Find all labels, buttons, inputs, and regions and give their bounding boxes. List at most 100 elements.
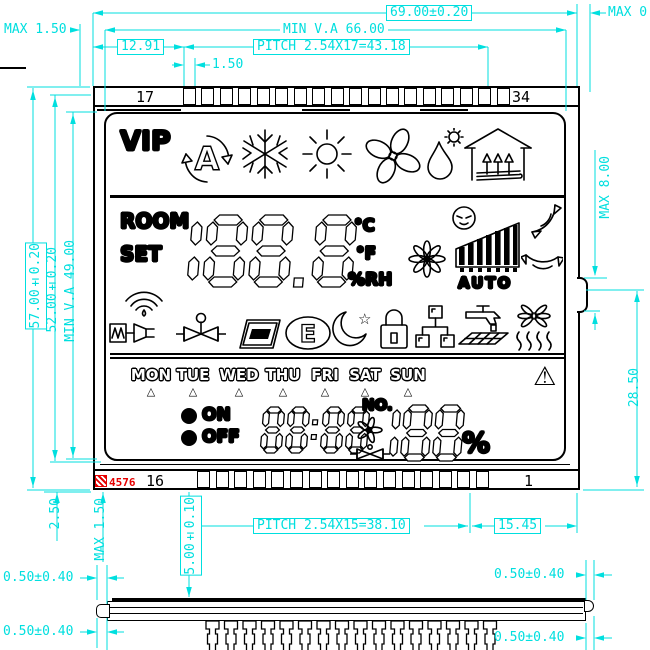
- day-label: MON: [130, 366, 172, 384]
- side-pin: [242, 620, 257, 650]
- right-mount-tab: [577, 277, 588, 313]
- sideview-pins: [205, 620, 498, 650]
- glass-edge-dash: [97, 109, 181, 111]
- side-pin: [445, 620, 461, 650]
- dim-pin-length: 5.00±0.10: [180, 496, 202, 576]
- pin: [312, 88, 326, 105]
- dim-height-va: MIN V.A 49.00: [63, 240, 78, 342]
- pin: [349, 88, 363, 105]
- side-pin: [371, 620, 387, 650]
- day-label: FRI: [311, 366, 339, 384]
- side-pin: [279, 620, 294, 650]
- pin: [459, 88, 473, 105]
- celsius-unit: °C: [354, 216, 375, 236]
- pin-label-34: 34: [512, 88, 531, 106]
- maker-logo-number: 4576: [109, 476, 136, 489]
- pin: [197, 471, 210, 488]
- wifi-icon: [125, 291, 163, 317]
- pin: [496, 88, 510, 105]
- dim-side-offset-tl: 0.50±0.40: [3, 570, 74, 585]
- main-temperature-digits: [187, 214, 358, 288]
- day-marker-triangle-icon: △: [403, 385, 413, 398]
- glass-edge-line: [100, 464, 570, 465]
- pin: [219, 88, 233, 105]
- dim-tab-offset: 28.50: [627, 368, 642, 408]
- day-marker-triangle-icon: △: [320, 385, 330, 398]
- humidity-drop-icon: [427, 128, 464, 180]
- side-pin: [316, 620, 331, 650]
- pin: [476, 471, 489, 488]
- dim-offset-left: 12.91: [117, 39, 165, 55]
- fan-icon: [365, 128, 421, 184]
- pin: [327, 471, 341, 488]
- pin: [238, 88, 252, 105]
- dim-pitch-top: PITCH 2.54X17=43.18: [253, 39, 410, 55]
- dim-side-offset-br: 0.50±0.40: [494, 630, 565, 645]
- side-pin: [482, 620, 498, 650]
- side-pin: [260, 620, 276, 650]
- percent-label: %: [462, 426, 491, 459]
- dim-width-va: MIN V.A 66.00: [280, 23, 388, 37]
- day-label: THU: [265, 366, 301, 384]
- day-marker-triangle-icon: △: [360, 385, 370, 398]
- day-label: WED: [219, 366, 259, 384]
- side-pin: [223, 620, 239, 650]
- pin: [330, 88, 344, 105]
- water-tap-icon: [458, 305, 509, 345]
- dim-side-offset-bl: 0.50±0.40: [3, 624, 74, 639]
- day-label: SUN: [390, 366, 426, 384]
- small-valve-icon: [350, 444, 390, 460]
- swing-flower-icon: [408, 240, 446, 278]
- side-pin: [427, 620, 442, 650]
- pin: [308, 471, 322, 488]
- set-label: SET: [120, 242, 162, 266]
- sideview-layer-line: [110, 607, 583, 608]
- snowflake-icon: [242, 129, 288, 179]
- day-sat: SAT△: [342, 366, 388, 397]
- separator-mid-2: [110, 357, 564, 359]
- auto-mode-recycle-icon: A: [181, 135, 233, 183]
- dim-max-top-right: MAX 0: [608, 5, 648, 20]
- day-label: TUE: [176, 366, 210, 384]
- lock-icon: [380, 309, 408, 349]
- sleep-icon: [452, 206, 476, 230]
- pin: [367, 88, 381, 105]
- pin: [293, 88, 307, 105]
- swing-arrow-up-icon: [531, 204, 562, 239]
- dim-pitch-bottom: PITCH 2.54X15=38.10: [253, 518, 410, 534]
- pin-label-17: 17: [136, 88, 155, 106]
- side-pin: [464, 620, 479, 650]
- sideview-right-cap: [584, 600, 594, 612]
- pin-label-16: 16: [146, 472, 165, 490]
- timer-on-label: ON: [202, 405, 231, 425]
- pin: [345, 471, 359, 488]
- separator-mid-1: [110, 353, 564, 355]
- timer-digits: [259, 406, 371, 454]
- dim-height-total: 57.00±0.20: [25, 242, 47, 330]
- day-fri: FRI△: [302, 366, 348, 397]
- side-pin: [390, 620, 405, 650]
- small-fan-icon: [357, 416, 383, 444]
- day-wed: WED△: [216, 366, 262, 397]
- day-marker-triangle-icon: △: [188, 385, 198, 398]
- floor-heating-house-icon: [464, 128, 532, 181]
- sideview-left-cap: [96, 604, 110, 618]
- pin: [441, 88, 455, 105]
- svg-text:☆: ☆: [358, 310, 371, 328]
- dim-max-top-left: MAX 1.50: [4, 22, 67, 37]
- pin: [420, 471, 434, 488]
- warning-icon: ⚠: [533, 362, 557, 392]
- dim-max-bottom-left: MAX 1.50: [93, 498, 108, 561]
- day-marker-triangle-icon: △: [234, 385, 244, 398]
- day-marker-triangle-icon: △: [278, 385, 288, 398]
- timer-off-label: OFF: [202, 427, 240, 447]
- day-tue: TUE△: [170, 366, 216, 397]
- heater-plug-icon: [109, 323, 155, 343]
- swing-arrow-down-icon: [521, 254, 563, 270]
- dim-offset-right: 15.45: [494, 518, 542, 534]
- separator-top: [110, 195, 564, 198]
- side-pin: [408, 620, 424, 650]
- side-pin: [205, 620, 220, 650]
- timer-on-clock-icon: [181, 408, 197, 424]
